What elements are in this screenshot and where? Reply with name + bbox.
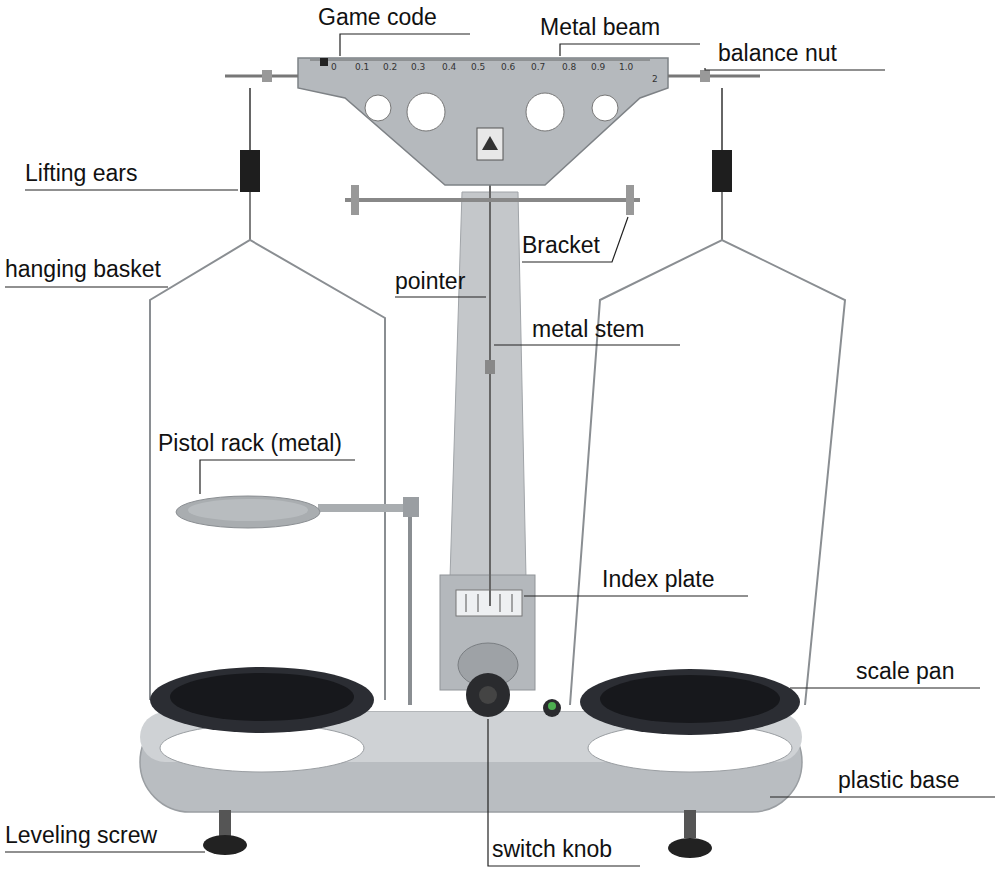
scale-number: 0.9 bbox=[591, 62, 605, 73]
part-label: Lifting ears bbox=[25, 160, 138, 187]
scale-number: 0.3 bbox=[411, 62, 425, 73]
scale-number: 0.8 bbox=[562, 62, 576, 73]
scale-number: 0 bbox=[331, 62, 337, 73]
scale-number: 0.5 bbox=[471, 62, 485, 73]
scale-number: 2 bbox=[652, 74, 658, 85]
part-label: Leveling screw bbox=[5, 822, 157, 849]
part-label: plastic base bbox=[838, 767, 959, 794]
part-label: Bracket bbox=[522, 232, 600, 259]
scale-number: 0.6 bbox=[501, 62, 515, 73]
part-label: Game code bbox=[318, 4, 437, 31]
scale-number: 0.2 bbox=[383, 62, 397, 73]
scale-number: 0.7 bbox=[531, 62, 545, 73]
part-label: metal stem bbox=[532, 316, 644, 343]
part-label: switch knob bbox=[492, 836, 612, 863]
part-label: Index plate bbox=[602, 566, 715, 593]
scale-number: 0.4 bbox=[442, 62, 456, 73]
part-label: scale pan bbox=[856, 658, 954, 685]
part-label: Metal beam bbox=[540, 14, 660, 41]
part-label: Pistol rack (metal) bbox=[158, 430, 342, 457]
part-label: balance nut bbox=[718, 40, 837, 67]
part-label: pointer bbox=[395, 268, 465, 295]
scale-number: 1.0 bbox=[619, 62, 633, 73]
part-label: hanging basket bbox=[5, 256, 161, 283]
scale-number: 0.1 bbox=[355, 62, 369, 73]
